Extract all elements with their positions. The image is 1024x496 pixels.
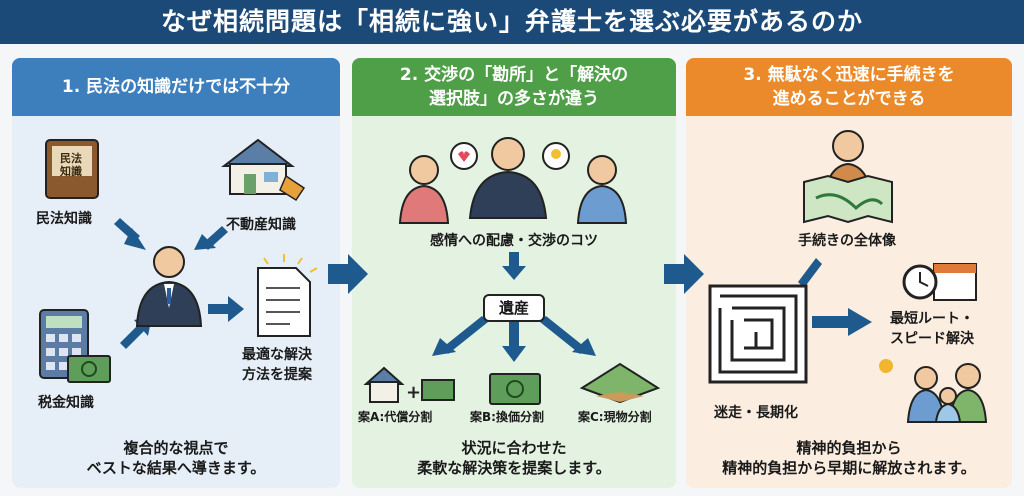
estate-box: 遺産 <box>483 294 545 322</box>
panel-footer: 複合的な視点で ベストな結果へ導きます。 <box>12 438 340 478</box>
footer-line: ベストな結果へ導きます。 <box>86 459 266 477</box>
house-cash-icon: + <box>363 366 455 403</box>
label-overview: 手続きの全体像 <box>798 233 896 249</box>
label-proposal-line2: 方法を提案 <box>242 367 312 383</box>
panel-speed: 3. 無駄なく迅速に手続きを進めることができる 手続きの全体像 迷走・長期化 最… <box>686 58 1012 488</box>
label-plan-b: 案B:換価分割 <box>470 410 544 424</box>
footer-line: 精神的負担から早期に解放されます。 <box>722 459 976 477</box>
label-plan-a: 案A:代償分割 <box>358 410 433 424</box>
heading-line: 3. 無駄なく迅速に手続きを <box>743 65 955 85</box>
arrow-icon <box>798 258 872 336</box>
label-maze: 迷走・長期化 <box>714 405 798 421</box>
panel1-illustrations <box>39 138 318 383</box>
label-plan-c: 案C:現物分割 <box>578 410 652 424</box>
family-icon <box>879 359 988 423</box>
heading-line: 2. 交渉の「勘所」と「解決の <box>399 65 629 85</box>
footer-line: 状況に合わせた <box>461 439 567 457</box>
heading-line: 進めることができる <box>772 89 926 109</box>
arrow-icon <box>432 252 596 362</box>
panel-heading: 3. 無駄なく迅速に手続きを進めることができる <box>686 58 1012 116</box>
flow-arrow-icon <box>664 254 704 294</box>
book-icon <box>45 139 99 199</box>
label-realestate-knowledge: 不動産知識 <box>226 217 296 233</box>
person-map-icon <box>803 130 893 224</box>
footer-line: 柔軟な解決策を提案します。 <box>417 459 611 477</box>
panel-negotiation: 2. 交渉の「勘所」と「解決の選択肢」の多さが違う + 感情への配慮・交渉のコツ… <box>352 58 676 488</box>
label-proposal-line1: 最適な解決 <box>242 347 312 363</box>
label-fast-line2: スピード解決 <box>890 331 974 347</box>
land-icon <box>579 362 661 404</box>
page-title: なぜ相続問題は「相続に強い」弁護士を選ぶ必要があるのか <box>0 0 1024 44</box>
clock-calendar-icon <box>902 263 977 301</box>
cash-icon <box>489 373 541 405</box>
label-fast-line1: 最短ルート・ <box>890 311 974 327</box>
svg-text:+: + <box>406 382 421 403</box>
panel-heading: 2. 交渉の「勘所」と「解決の選択肢」の多さが違う <box>352 58 676 116</box>
people-icon <box>398 137 628 224</box>
label-civil-knowledge: 民法知識 <box>36 211 92 227</box>
flow-arrow-icon <box>328 254 368 294</box>
panel-civil-law: 1. 民法の知識だけでは不十分 民法知識 民法知識 不動産知識 税金知識 最適な… <box>12 58 340 488</box>
lawyer-icon <box>135 246 203 327</box>
heading-line: 選択肢」の多さが違う <box>429 89 599 109</box>
book-cover-text: 民法知識 <box>60 152 82 178</box>
maze-icon <box>708 284 808 384</box>
panel3-illustrations <box>708 130 988 423</box>
house-icon <box>221 138 306 202</box>
panel2-illustrations: + <box>363 137 661 405</box>
label-negotiation: 感情への配慮・交渉のコツ <box>430 233 598 249</box>
footer-line: 精神的負担から <box>796 439 902 457</box>
document-icon <box>257 254 318 337</box>
footer-line: 複合的な視点で <box>123 439 229 457</box>
calculator-icon <box>39 309 111 383</box>
label-tax-knowledge: 税金知識 <box>38 395 94 411</box>
panel-heading: 1. 民法の知識だけでは不十分 <box>12 58 340 116</box>
panel-footer: 状況に合わせた 柔軟な解決策を提案します。 <box>352 438 676 478</box>
panel-footer: 精神的負担から 精神的負担から早期に解放されます。 <box>686 438 1012 478</box>
